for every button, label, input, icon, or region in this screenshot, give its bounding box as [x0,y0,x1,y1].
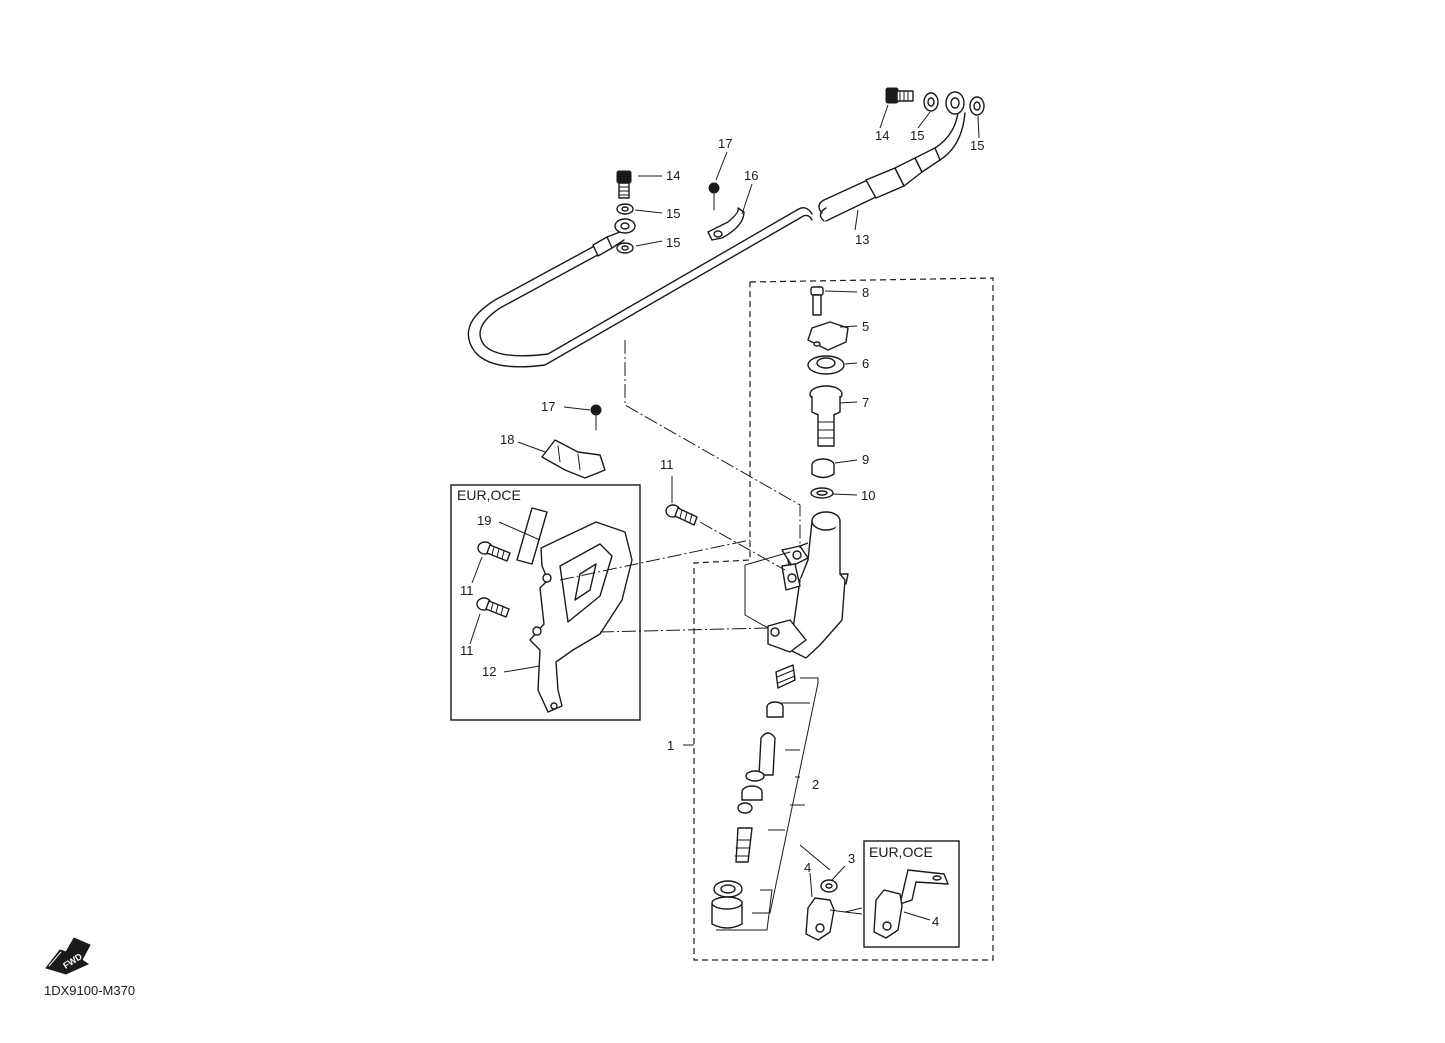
callout-14-left: 14 [666,168,680,183]
fwd-arrow-icon: FWD [45,937,91,975]
callout-15-top-left: 15 [910,128,924,143]
pedal-guard [476,507,633,713]
callout-4-right: 4 [932,914,939,929]
callout-1: 1 [667,738,674,753]
callout-18: 18 [500,432,514,447]
master-cylinder-body [744,511,849,659]
callout-14-top: 14 [875,128,889,143]
callout-12: 12 [482,664,496,679]
piston-kit [711,664,796,929]
callout-10: 10 [861,488,875,503]
callout-8: 8 [862,285,869,300]
callout-13: 13 [855,232,869,247]
callout-11-upper: 11 [460,583,474,598]
left-banjo-bolt [614,170,636,254]
clevis-parts [805,879,863,941]
callout-19: 19 [477,513,491,528]
diagram-code: 1DX9100-M370 [44,983,135,998]
callout-17-top: 17 [718,136,732,151]
callout-15-left-lower: 15 [666,235,680,250]
callout-7: 7 [862,395,869,410]
upper-banjo-bolt [885,87,985,116]
reservoir-parts [807,286,849,499]
callout-3: 3 [848,851,855,866]
callout-4-left: 4 [804,860,811,875]
region-label-lower: EUR,OCE [869,844,933,860]
region-label-upper: EUR,OCE [457,487,521,503]
callout-11-center: 11 [660,457,674,472]
region-box-lower [863,840,960,948]
reference-line-4 [559,539,751,581]
reference-line-3 [599,627,769,633]
callout-2: 2 [812,777,819,792]
callout-9: 9 [862,452,869,467]
leader-lines [469,104,980,921]
lower-bracket-part [873,869,949,939]
callout-15-top-right: 15 [970,138,984,153]
callout-16: 16 [744,168,758,183]
reference-line-1 [624,340,801,548]
master-cylinder-assembly-box [693,277,994,961]
callout-5: 5 [862,319,869,334]
callout-15-left-upper: 15 [666,206,680,221]
piston-kit-bracket [716,677,819,931]
reference-line-2 [699,521,786,571]
callout-11-lower: 11 [460,643,474,658]
guard-clamp [541,404,606,479]
hose-clamp [707,182,745,241]
brake-hose [467,111,966,368]
callout-17-lower: 17 [541,399,555,414]
mount-bolt [665,504,698,526]
callout-numbers: 14 15 15 13 14 15 15 17 16 8 5 6 7 9 10 … [460,128,984,929]
region-box-upper [450,484,641,721]
callout-6: 6 [862,356,869,371]
